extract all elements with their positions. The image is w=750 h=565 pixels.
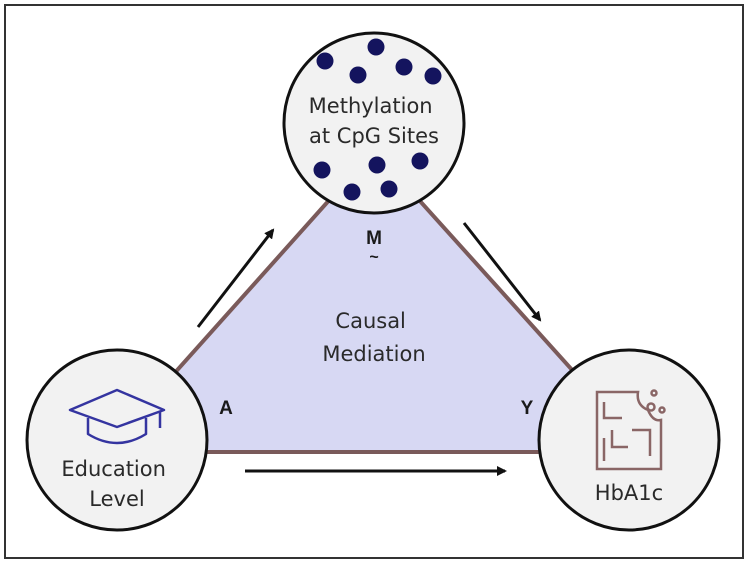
bitten-cookie-icon <box>595 389 666 471</box>
outcome-symbol: Y <box>521 398 534 419</box>
cpg-dot <box>395 58 413 76</box>
cpg-dot <box>424 67 442 85</box>
mediation-triangle <box>99 147 651 454</box>
graduation-cap-icon <box>68 388 166 445</box>
mediator-label: Methylation at CpG Sites <box>309 94 440 148</box>
center-label: Causal Mediation <box>322 309 425 366</box>
cpg-dot <box>411 152 429 170</box>
cpg-dot <box>368 156 386 174</box>
mediator-symbol: M <box>366 228 382 249</box>
exposure-label: Education Level <box>61 457 172 511</box>
outcome-label: HbA1c <box>595 481 663 505</box>
cpg-dot <box>380 180 398 198</box>
mediator-symbol-tilde: ~ <box>369 249 378 266</box>
cpg-dot <box>316 52 334 70</box>
cpg-dot <box>313 161 331 179</box>
exposure-symbol: A <box>219 398 233 419</box>
exposure-node: Education Level <box>25 348 209 532</box>
arrow-mediator-to-outcome <box>462 222 542 322</box>
mediator-node: Methylation at CpG Sites <box>282 31 466 215</box>
outcome-node: HbA1c <box>537 348 721 532</box>
cpg-dots <box>313 38 442 201</box>
arrow-exposure-to-mediator <box>196 228 275 328</box>
cpg-dot <box>343 183 361 201</box>
cpg-dot <box>367 38 385 56</box>
cpg-dot <box>349 66 367 84</box>
diagram-frame <box>4 4 744 559</box>
